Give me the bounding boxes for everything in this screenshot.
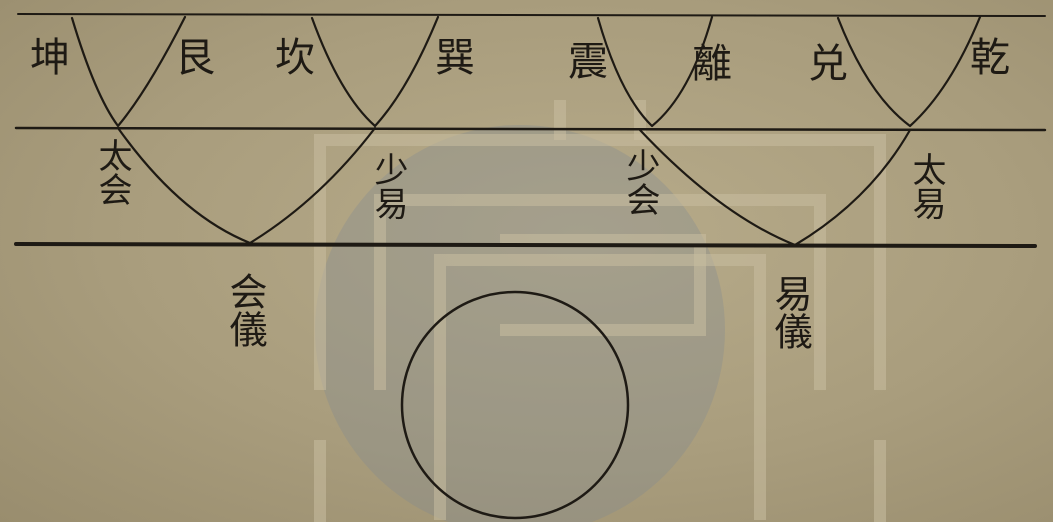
top-v-4 — [836, 15, 982, 128]
mode-yin: 会儀 — [223, 272, 267, 348]
trigram-kun: 坤 — [30, 35, 70, 81]
trigram-li: 離 — [692, 41, 732, 87]
central-circle — [400, 290, 630, 520]
mid-v-left — [116, 126, 377, 245]
four-image-taiyang: 太易 — [906, 152, 946, 220]
mode-yang: 易儀 — [768, 274, 812, 350]
trigram-qian: 乾 — [970, 35, 1010, 81]
trigram-kan: 坎 — [275, 35, 315, 81]
lower-rule — [14, 242, 1037, 248]
four-image-taiyin: 太会 — [92, 138, 132, 206]
top-v-1 — [70, 15, 187, 128]
top-v-3 — [596, 15, 714, 128]
trigram-zhen: 震 — [568, 39, 608, 85]
mid-v-right — [638, 128, 912, 247]
trigram-dui: 兑 — [808, 41, 848, 87]
four-image-shaoyin: 少会 — [620, 148, 660, 216]
trigram-gen: 艮 — [175, 35, 215, 81]
trigram-xun: 巽 — [435, 35, 475, 81]
top-rule — [17, 13, 1046, 17]
four-image-shaoyang: 少易 — [368, 152, 408, 220]
top-v-2 — [310, 15, 440, 128]
upper-rule — [14, 126, 1047, 132]
